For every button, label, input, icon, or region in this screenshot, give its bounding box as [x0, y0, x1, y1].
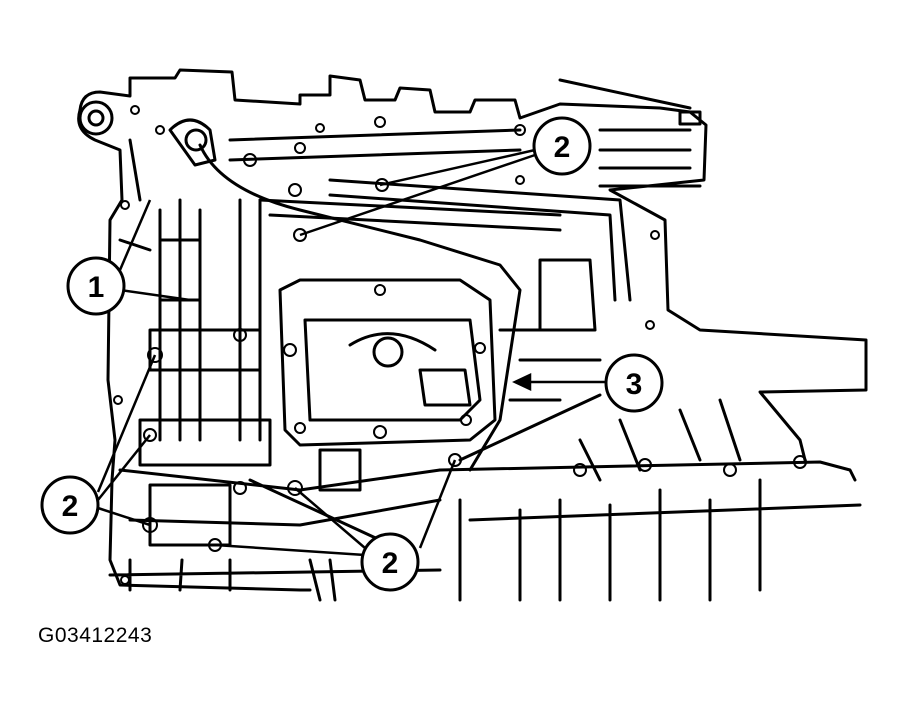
- callout-circle: [532, 116, 592, 176]
- figure-id: G03412243: [38, 624, 153, 647]
- callout-label: 2: [382, 547, 399, 580]
- callout-circle: [40, 475, 100, 535]
- transmission-illustration: [77, 68, 868, 602]
- mount-hole: [78, 100, 114, 136]
- valve-block-1: [158, 238, 202, 302]
- connector: [168, 118, 217, 167]
- callout-label: 3: [626, 368, 643, 401]
- plate-boss: [372, 336, 404, 368]
- callout-2-left: 2: [40, 475, 100, 535]
- lower-valve: [308, 448, 362, 602]
- oil-pan: [438, 460, 862, 602]
- upper-bracket: [558, 78, 702, 188]
- callout-label: 1: [88, 271, 105, 304]
- valve-block-2: [148, 328, 262, 372]
- housing-outline: [78, 68, 868, 462]
- callout-circle: [360, 532, 420, 592]
- leader-lines: [96, 148, 605, 557]
- callout-circle: [604, 353, 664, 413]
- plate-arc: [348, 332, 437, 352]
- callout-2-top: 2: [532, 116, 592, 176]
- housing-left-edge: [77, 108, 312, 592]
- valve-column: [158, 198, 262, 442]
- callout-label: 2: [554, 131, 571, 164]
- callout-1: 1: [66, 256, 126, 316]
- callout-label: 2: [62, 490, 79, 523]
- plate-pocket: [418, 368, 472, 407]
- connector-ring: [184, 128, 208, 152]
- bracket-tab: [678, 110, 702, 126]
- valve-block-3: [138, 418, 272, 467]
- lower-flange: [108, 558, 442, 592]
- mount-hole-inner: [87, 109, 105, 127]
- plate-inner: [303, 318, 482, 422]
- callout-circle: [66, 256, 126, 316]
- valve-block-4: [148, 483, 232, 547]
- pan-rib: [578, 398, 742, 482]
- callout-3: 3: [604, 353, 664, 413]
- bolts: [113, 105, 807, 585]
- tube-lower: [118, 393, 602, 542]
- callout-2-bottom: 2: [360, 532, 420, 592]
- main-plate: [278, 278, 497, 447]
- housing-detail: [118, 138, 602, 402]
- tube-upper: [228, 128, 632, 302]
